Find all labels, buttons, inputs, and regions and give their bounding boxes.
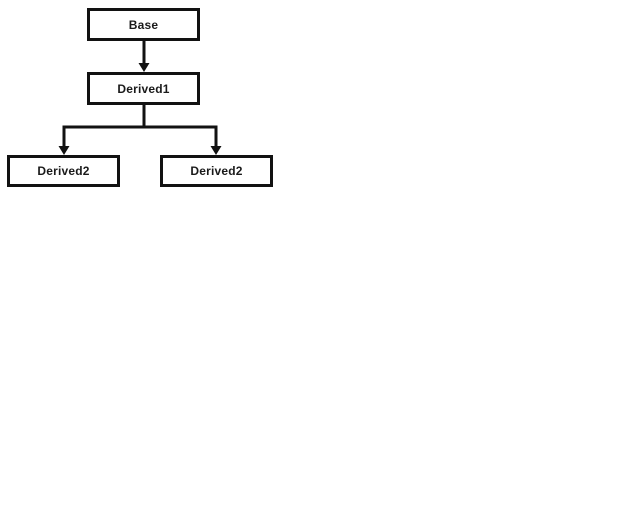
arrow-base-to-derived1 xyxy=(138,41,150,72)
node-derived1-label: Derived1 xyxy=(117,81,170,96)
node-base: Base xyxy=(87,8,200,41)
arrow-derived1-to-derived2-right xyxy=(210,127,222,155)
node-derived1: Derived1 xyxy=(87,72,200,105)
node-derived2-right: Derived2 xyxy=(160,155,273,187)
node-base-label: Base xyxy=(128,17,159,32)
arrow-derived1-to-derived2-left xyxy=(58,127,70,155)
node-derived2-left: Derived2 xyxy=(7,155,120,187)
node-derived2-left-label: Derived2 xyxy=(37,164,90,178)
node-derived2-right-label: Derived2 xyxy=(190,164,243,178)
